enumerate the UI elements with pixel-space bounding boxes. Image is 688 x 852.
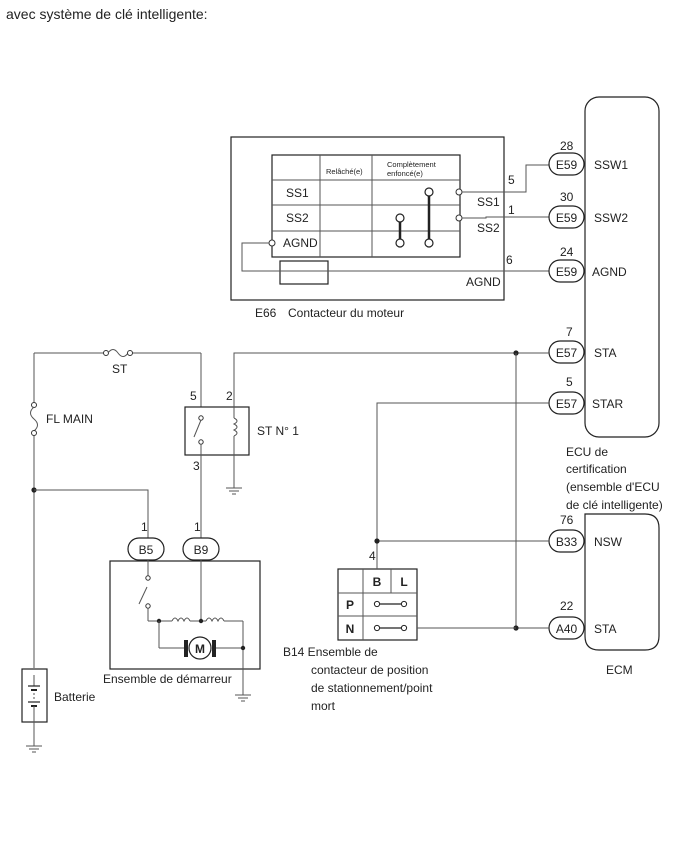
relay-label: ST N° 1 xyxy=(257,424,299,438)
relay-pin-3: 3 xyxy=(193,459,200,473)
cert-ecu-line-2: certification xyxy=(566,462,627,476)
relay-contact xyxy=(193,419,202,438)
pn-line-1: B14 Ensemble de xyxy=(283,645,378,659)
sig-star: STAR xyxy=(592,397,623,411)
connector-e59-ssw2 xyxy=(548,205,585,229)
svg-text:B9: B9 xyxy=(194,543,209,557)
starter-frame xyxy=(109,560,261,670)
starter-label: Ensemble de démarreur xyxy=(103,672,232,686)
cert-ecu-line-1: ECU de xyxy=(566,445,608,459)
sig-ssw1: SSW1 xyxy=(594,158,628,172)
cert-ecu-line-3: (ensemble d'ECU xyxy=(566,480,660,494)
out-ss2: SS2 xyxy=(477,221,500,235)
ecm: 76 B33 NSW 22 A40 STA ECM xyxy=(548,513,660,677)
engine-switch-table xyxy=(271,154,461,258)
out-agnd: AGND xyxy=(466,275,501,289)
page-header: avec système de clé intelligente: xyxy=(6,6,208,22)
row-ss1: SS1 xyxy=(286,186,309,200)
pn-pin-4: 4 xyxy=(369,549,376,563)
ecm-label: ECM xyxy=(606,663,633,677)
pin-28: 28 xyxy=(560,139,574,153)
pin-5: 5 xyxy=(566,375,573,389)
row-n: N xyxy=(346,622,355,636)
relay-st-no1: 5 2 3 ST N° 1 xyxy=(184,350,549,631)
indicator-element xyxy=(279,260,329,285)
battery: Batterie xyxy=(21,668,96,753)
svg-text:E59: E59 xyxy=(556,265,578,279)
svg-text:1: 1 xyxy=(508,203,515,217)
fuse-fl-main-label: FL MAIN xyxy=(46,412,93,426)
relay-frame xyxy=(184,406,250,456)
row-ss2: SS2 xyxy=(286,211,309,225)
certification-ecu: 28 E59 SSW1 30 E59 SSW2 24 E59 AGND 7 E5… xyxy=(548,96,663,512)
cert-ecu-line-4: de clé intelligente) xyxy=(566,498,663,512)
engine-switch: Relâché(e) Complètement enfoncé(e) SS1 S… xyxy=(230,136,505,320)
pin-24: 24 xyxy=(560,245,574,259)
out-ss1: SS1 xyxy=(477,195,500,209)
b5-pin: 1 xyxy=(141,520,148,534)
fuse-st xyxy=(107,349,129,357)
svg-text:E57: E57 xyxy=(556,397,578,411)
svg-text:5: 5 xyxy=(508,173,515,187)
connector-e59-agnd xyxy=(548,259,585,283)
svg-text:6: 6 xyxy=(506,253,513,267)
battery-label: Batterie xyxy=(54,690,96,704)
fl-main-terminal-a xyxy=(31,402,37,408)
hold-in-coil xyxy=(205,617,225,623)
ecm-body xyxy=(584,513,660,651)
pin-22: 22 xyxy=(560,599,574,613)
engine-switch-frame xyxy=(230,136,505,301)
fuse-st-label: ST xyxy=(112,362,128,376)
col-l: L xyxy=(400,575,407,589)
connector-b5 xyxy=(127,537,165,561)
b9-pin: 1 xyxy=(194,520,201,534)
starter-contact xyxy=(138,586,148,605)
col-pressed-1: Complètement xyxy=(387,160,437,169)
sig-nsw: NSW xyxy=(594,535,623,549)
fuse-fl-main xyxy=(30,406,38,432)
motor-icon xyxy=(188,636,212,660)
motor-label: M xyxy=(195,642,205,656)
svg-text:E59: E59 xyxy=(556,211,578,225)
row-p: P xyxy=(346,598,354,612)
sig-ecm-sta: STA xyxy=(594,622,616,636)
pn-line-2: contacteur de position xyxy=(311,663,428,677)
connector-e59-ssw1 xyxy=(548,152,585,176)
svg-text:B33: B33 xyxy=(556,535,578,549)
fuse-st-terminal-b xyxy=(127,350,133,356)
relay-pin-2: 2 xyxy=(226,389,233,403)
certification-ecu-body xyxy=(584,96,660,438)
sig-ssw2: SSW2 xyxy=(594,211,628,225)
pin-30: 30 xyxy=(560,190,574,204)
pn-line-4: mort xyxy=(311,699,336,713)
starter-assembly: 1 B5 1 B9 M Ensemble de démarreur xyxy=(103,520,261,702)
engine-switch-name: Contacteur du moteur xyxy=(288,306,404,320)
engine-switch-wires: 5 1 6 xyxy=(241,164,549,272)
pin-76: 76 xyxy=(560,513,574,527)
col-released: Relâché(e) xyxy=(326,167,363,176)
pin-7: 7 xyxy=(566,325,573,339)
col-b: B xyxy=(373,575,382,589)
power-wiring: ST FL MAIN xyxy=(30,349,202,668)
pn-line-3: de stationnement/point xyxy=(311,681,433,695)
relay-pin-5: 5 xyxy=(190,389,197,403)
fuse-st-terminal-a xyxy=(103,350,109,356)
park-neutral-switch: B L P N 4 B14 Ensemble de contacteur de … xyxy=(283,402,549,713)
relay-coil xyxy=(232,417,238,437)
svg-text:E57: E57 xyxy=(556,346,578,360)
sig-sta: STA xyxy=(594,346,616,360)
e66-label: E66 xyxy=(255,306,277,320)
pull-in-coil xyxy=(171,617,191,623)
connector-e57-sta xyxy=(548,340,585,364)
col-pressed-2: enfoncé(e) xyxy=(387,169,423,178)
svg-text:B5: B5 xyxy=(139,543,154,557)
svg-text:A40: A40 xyxy=(556,622,578,636)
row-agnd: AGND xyxy=(283,236,318,250)
svg-text:E59: E59 xyxy=(556,158,578,172)
sig-agnd: AGND xyxy=(592,265,627,279)
fl-main-terminal-b xyxy=(31,430,37,436)
